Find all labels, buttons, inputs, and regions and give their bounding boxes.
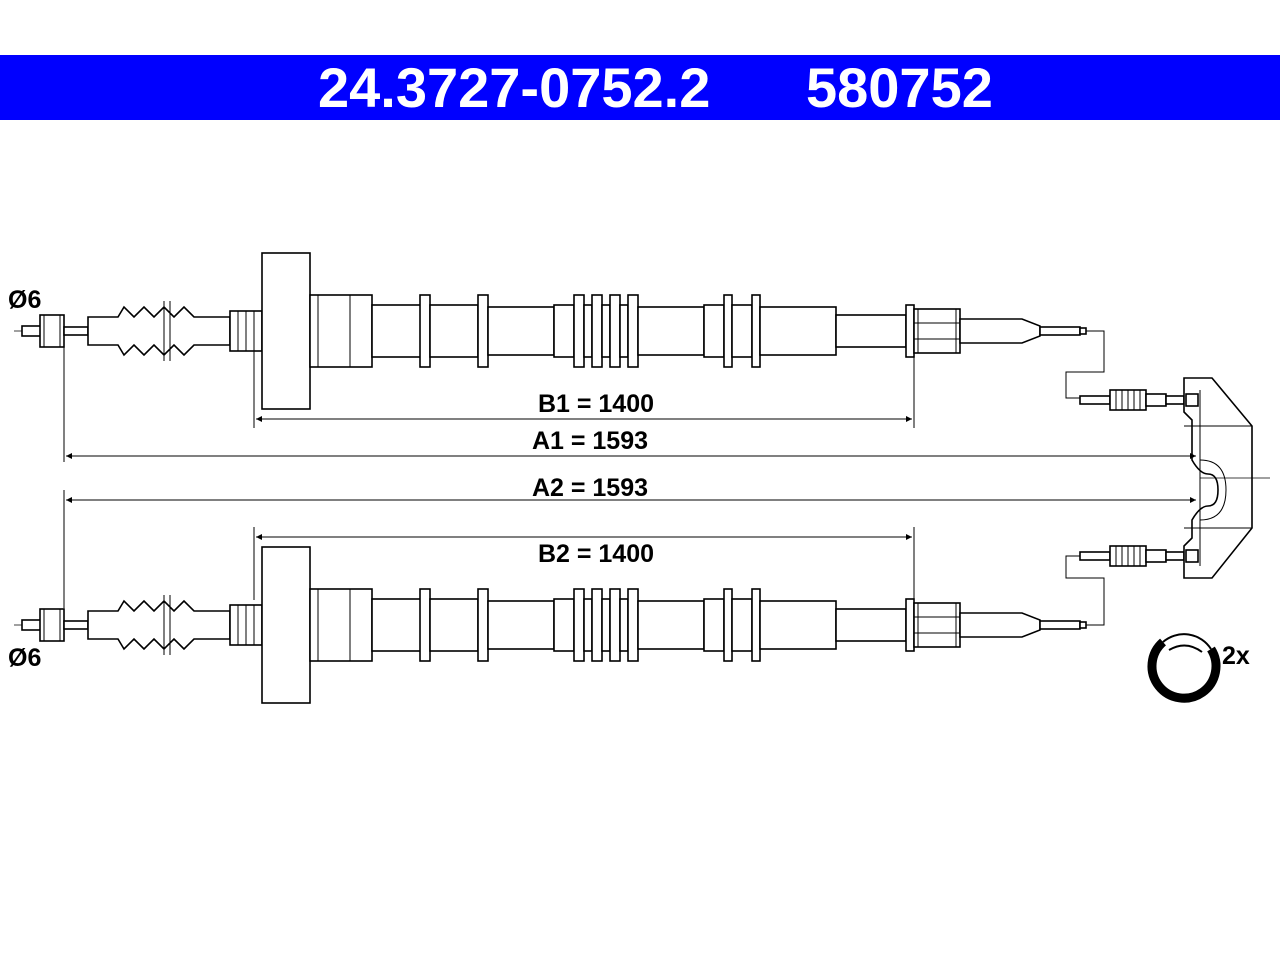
label-diameter-bottom: Ø6 xyxy=(8,644,41,672)
label-a2: A2 = 1593 xyxy=(532,474,648,502)
label-quantity: 2x xyxy=(1222,642,1250,670)
label-diameter-top: Ø6 xyxy=(8,286,41,314)
equalizer-bracket xyxy=(1183,377,1270,579)
label-b1: B1 = 1400 xyxy=(538,390,654,418)
lower-cable xyxy=(13,546,1087,704)
label-b2: B2 = 1400 xyxy=(538,540,654,568)
upper-connector-wire xyxy=(1065,330,1105,399)
header-bar: 24.3727-0752.2 580752 xyxy=(0,55,1280,120)
retaining-clip-icon xyxy=(1147,633,1221,703)
label-a1: A1 = 1593 xyxy=(532,427,648,455)
upper-cable xyxy=(13,252,1087,410)
lower-connector-wire xyxy=(1065,555,1105,626)
lower-stud xyxy=(1079,545,1185,567)
part-number: 24.3727-0752.2 xyxy=(318,56,711,119)
upper-stud xyxy=(1079,389,1185,411)
reference-number: 580752 xyxy=(806,56,993,119)
